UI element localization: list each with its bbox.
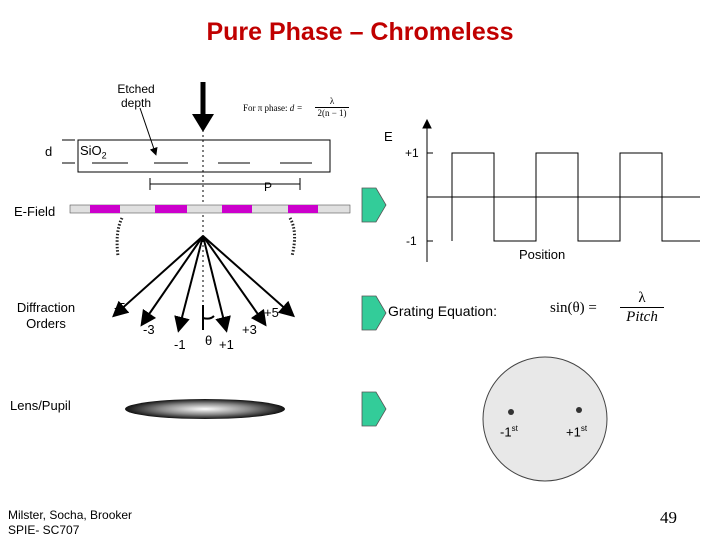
credit-line2: SPIE- SC707 (8, 523, 80, 537)
minus1st-sup: st (511, 424, 518, 433)
grating-den: Pitch (620, 307, 664, 326)
etched-label-line2: depth (120, 96, 152, 110)
diffraction-rays (112, 235, 295, 333)
right-wavefront (288, 217, 297, 257)
plus1st-label: +1st (566, 424, 587, 439)
order-label: +3 (242, 322, 257, 337)
order-label: -1 (174, 337, 186, 352)
lens-ellipse (125, 399, 285, 419)
plus1st-text: +1 (566, 424, 581, 440)
diffraction-label-line1: Diffraction (16, 300, 76, 315)
square-wave-plot (422, 118, 700, 262)
plus1-tick-label: +1 (405, 146, 419, 160)
sio2-label: SiO2 (80, 143, 107, 161)
d-label: d (45, 144, 53, 159)
pi-phase-fraction: λ 2(n − 1) (315, 96, 349, 119)
minus1-tick-label: -1 (406, 234, 417, 248)
pi-phase-formula: For π phase: d = (243, 103, 303, 113)
order-label: -3 (143, 322, 155, 337)
etched-depth-label: Etched depth (114, 82, 158, 110)
order-label: -5 (114, 300, 126, 315)
plus1-spot (576, 407, 582, 413)
lens-pupil-label: Lens/Pupil (10, 398, 71, 413)
formula-den: 2(n − 1) (315, 107, 349, 119)
diffraction-orders-label: Diffraction Orders (10, 300, 82, 332)
page-number: 49 (660, 508, 677, 527)
efield-label: E-Field (14, 204, 56, 219)
credit-line1: Milster, Socha, Brooker (8, 508, 133, 522)
left-wavefront (115, 217, 124, 257)
green-arrows (361, 187, 387, 427)
grating-num: λ (638, 290, 646, 306)
pitch-arrow (149, 178, 301, 190)
etched-label-line1: Etched (117, 82, 155, 96)
minus1-spot (508, 409, 514, 415)
minus1st-text: -1 (500, 424, 512, 440)
illumination-arrow (192, 82, 214, 132)
formula-prefix: For π phase: (243, 103, 288, 113)
etched-depth-pointer (139, 107, 158, 156)
sio2-subscript: 2 (101, 150, 107, 161)
plus1st-sup: st (580, 424, 588, 433)
diffraction-label-line2: Orders (26, 316, 66, 331)
grating-fraction: λ Pitch (620, 289, 664, 326)
credit: Milster, Socha, Brooker SPIE- SC707 (8, 508, 132, 538)
theta-arc (202, 315, 215, 320)
pupil-circle (482, 356, 608, 482)
order-label: +1 (219, 337, 234, 352)
grating-equation-label: Grating Equation: (388, 303, 497, 319)
e-axis-label: E (384, 129, 393, 144)
pitch-label: P (264, 180, 273, 194)
theta-label: θ (205, 333, 213, 348)
sio2-text: SiO (80, 143, 102, 158)
d-marker (62, 139, 75, 164)
minus1st-label: -1st (500, 424, 518, 439)
page-title: Pure Phase – Chromeless (206, 18, 514, 46)
efield-bar (69, 204, 351, 214)
mask-profile (77, 139, 331, 173)
formula-num: λ (329, 96, 335, 106)
formula-lhs: d = (289, 103, 303, 113)
order-label: +5 (264, 305, 279, 320)
position-axis-label: Position (519, 247, 566, 262)
grating-lhs: sin(θ) = (550, 300, 597, 316)
